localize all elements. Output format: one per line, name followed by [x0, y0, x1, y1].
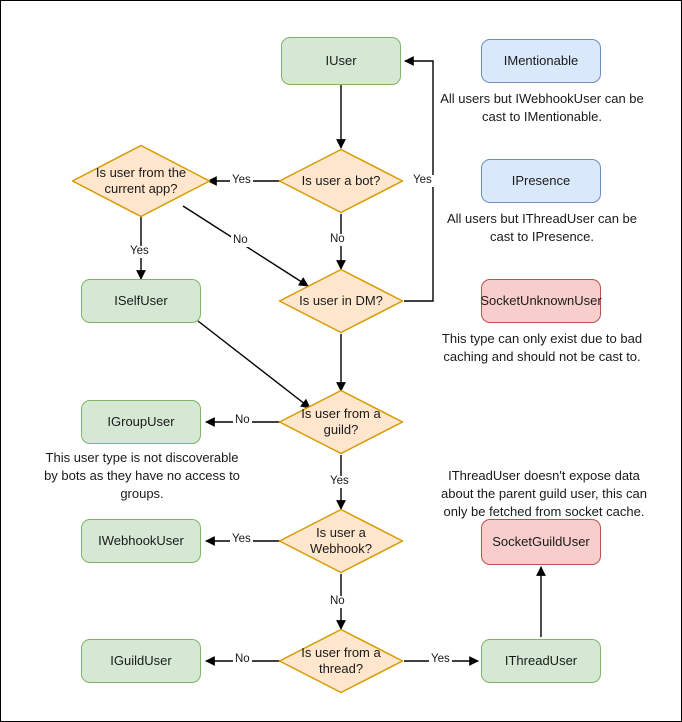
note-socketguilduser: IThreadUser doesn't expose data about th… — [441, 468, 647, 520]
edge-label-guild-to-webhook: Yes — [328, 475, 351, 488]
node-is-user-from-a-thread-label: Is user from a thread? — [301, 644, 381, 676]
node-ithreaduser[interactable]: IThreadUser — [481, 639, 601, 683]
edge-label-thread-to-ithreaduser: Yes — [429, 653, 452, 666]
edge-label-current-app-to-dm: No — [231, 234, 250, 247]
node-is-user-from-a-thread[interactable]: Is user from a thread? — [278, 628, 404, 694]
edge-label-thread-to-iguilduser: No — [233, 653, 252, 666]
node-imentionable-label: IMentionable — [503, 52, 579, 68]
diamond-shape-is-user-in-dm — [278, 268, 404, 334]
node-igroupuser-label: IGroupUser — [107, 413, 175, 429]
node-iuser[interactable]: IUser — [281, 37, 401, 85]
note-ipresence: All users but IThreadUser can be cast to… — [446, 211, 638, 245]
node-iuser-label: IUser — [325, 52, 357, 68]
node-socketguilduser-label: SocketGuildUser — [492, 533, 590, 549]
node-iguilduser-label: IGuildUser — [110, 652, 172, 668]
diamond-shape-is-user-a-webhook — [278, 508, 404, 574]
node-is-user-from-a-guild[interactable]: Is user from a guild? — [278, 389, 404, 455]
node-iselfuser-label: ISelfUser — [114, 292, 168, 308]
node-is-user-from-current-app-label: Is user from the current app? — [95, 164, 187, 196]
node-is-user-from-current-app[interactable]: Is user from the current app? — [71, 144, 211, 218]
node-imentionable[interactable]: IMentionable — [481, 39, 601, 83]
node-socketunknownuser[interactable]: SocketUnknownUser — [480, 279, 602, 323]
edge-label-webhook-to-iwebhookuser: Yes — [230, 533, 253, 546]
edge-label-current-app-to-self: Yes — [128, 245, 151, 258]
node-iselfuser[interactable]: ISelfUser — [81, 279, 201, 323]
node-is-user-a-bot-label: Is user a bot? — [301, 172, 381, 188]
node-is-user-a-bot[interactable]: Is user a bot? — [278, 148, 404, 214]
edge-label-guild-to-group: No — [233, 414, 252, 427]
note-imentionable: All users but IWebhookUser can be cast t… — [440, 91, 644, 125]
edge-label-bot-to-dm: No — [328, 233, 347, 246]
node-is-user-a-webhook-label: Is user a Webhook? — [310, 524, 372, 556]
node-iwebhookuser[interactable]: IWebhookUser — [81, 519, 201, 563]
node-socketguilduser[interactable]: SocketGuildUser — [481, 519, 601, 565]
node-is-user-in-dm[interactable]: Is user in DM? — [278, 268, 404, 334]
node-iwebhookuser-label: IWebhookUser — [98, 532, 184, 548]
node-is-user-in-dm-label: Is user in DM? — [299, 292, 383, 308]
node-ithreaduser-label: IThreadUser — [504, 652, 578, 668]
node-ipresence[interactable]: IPresence — [481, 159, 601, 203]
node-iguilduser[interactable]: IGuildUser — [81, 639, 201, 683]
diamond-shape-is-user-from-a-thread — [278, 628, 404, 694]
edge-label-webhook-to-thread: No — [328, 595, 347, 608]
node-ipresence-label: IPresence — [511, 172, 571, 188]
note-socketunknownuser: This type can only exist due to bad cach… — [441, 331, 643, 365]
node-socketunknownuser-label: SocketUnknownUser — [480, 292, 602, 308]
diamond-shape-is-user-from-current-app — [71, 144, 211, 218]
node-is-user-a-webhook[interactable]: Is user a Webhook? — [278, 508, 404, 574]
note-igroupuser: This user type is not discoverable by bo… — [44, 450, 240, 502]
diamond-shape-is-user-a-bot — [278, 148, 404, 214]
node-is-user-from-a-guild-label: Is user from a guild? — [301, 405, 381, 437]
node-igroupuser[interactable]: IGroupUser — [81, 400, 201, 444]
diamond-shape-is-user-from-a-guild — [278, 389, 404, 455]
edge-label-dm-to-iuser: Yes — [411, 174, 434, 187]
edge-label-bot-to-current-app: Yes — [230, 174, 253, 187]
